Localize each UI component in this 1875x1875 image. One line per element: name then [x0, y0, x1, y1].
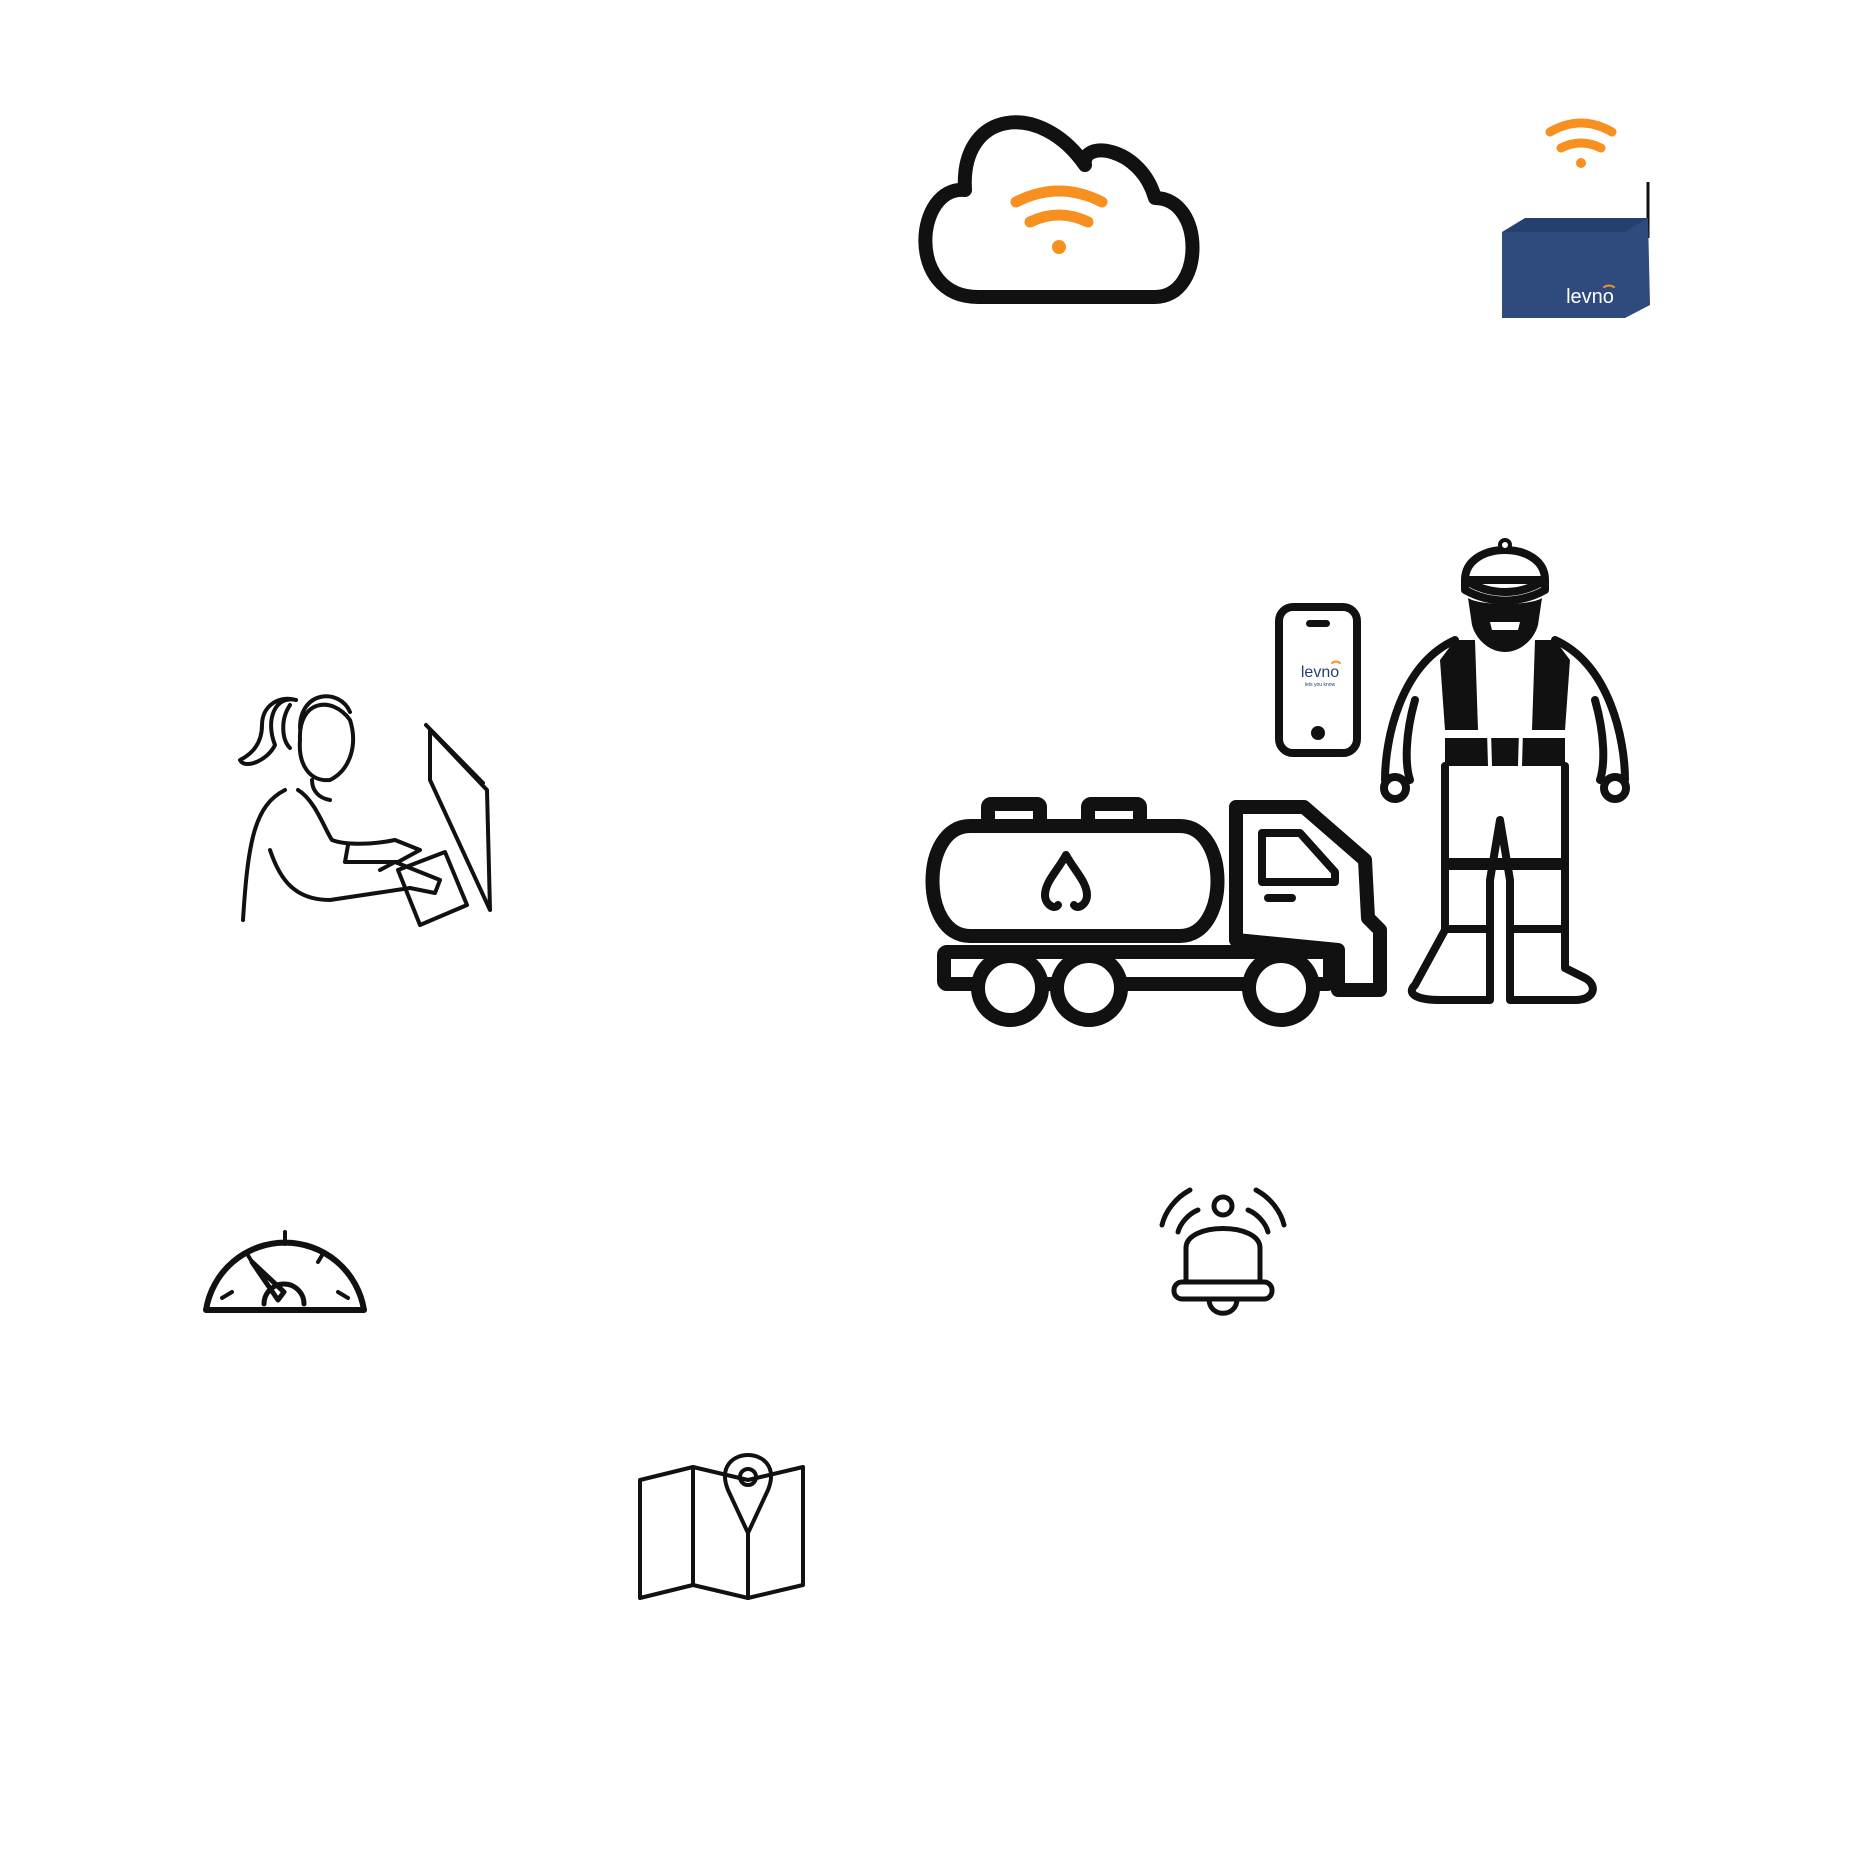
- alarm-bell-icon: [1159, 1187, 1287, 1316]
- truck-wheel: [971, 949, 1049, 1027]
- iot-gateway-icon: levno: [1502, 118, 1650, 318]
- gateway-brand-logo: levno: [1566, 286, 1614, 308]
- truck-wheel: [1242, 949, 1320, 1027]
- gateway-wifi-signal-icon: [1545, 118, 1617, 168]
- fuel-tanker-truck-icon: [925, 797, 1387, 1027]
- field-worker-icon: [1380, 538, 1630, 1004]
- phone-brand-logo: levno: [1301, 664, 1339, 681]
- truck-wheel: [1050, 949, 1128, 1027]
- cloud-wifi-signal-icon: [1010, 185, 1108, 254]
- fuel-drop-icon: [1041, 851, 1091, 911]
- speedometer-gauge-icon: [203, 1230, 367, 1313]
- map-location-pin-icon: [638, 1453, 805, 1600]
- phone-brand-tagline: lets you know: [1305, 682, 1336, 688]
- office-worker-computer-icon: [238, 694, 492, 927]
- smartphone-app-icon: levno lets you know: [1275, 603, 1361, 757]
- cloud-wifi-icon: [918, 115, 1200, 304]
